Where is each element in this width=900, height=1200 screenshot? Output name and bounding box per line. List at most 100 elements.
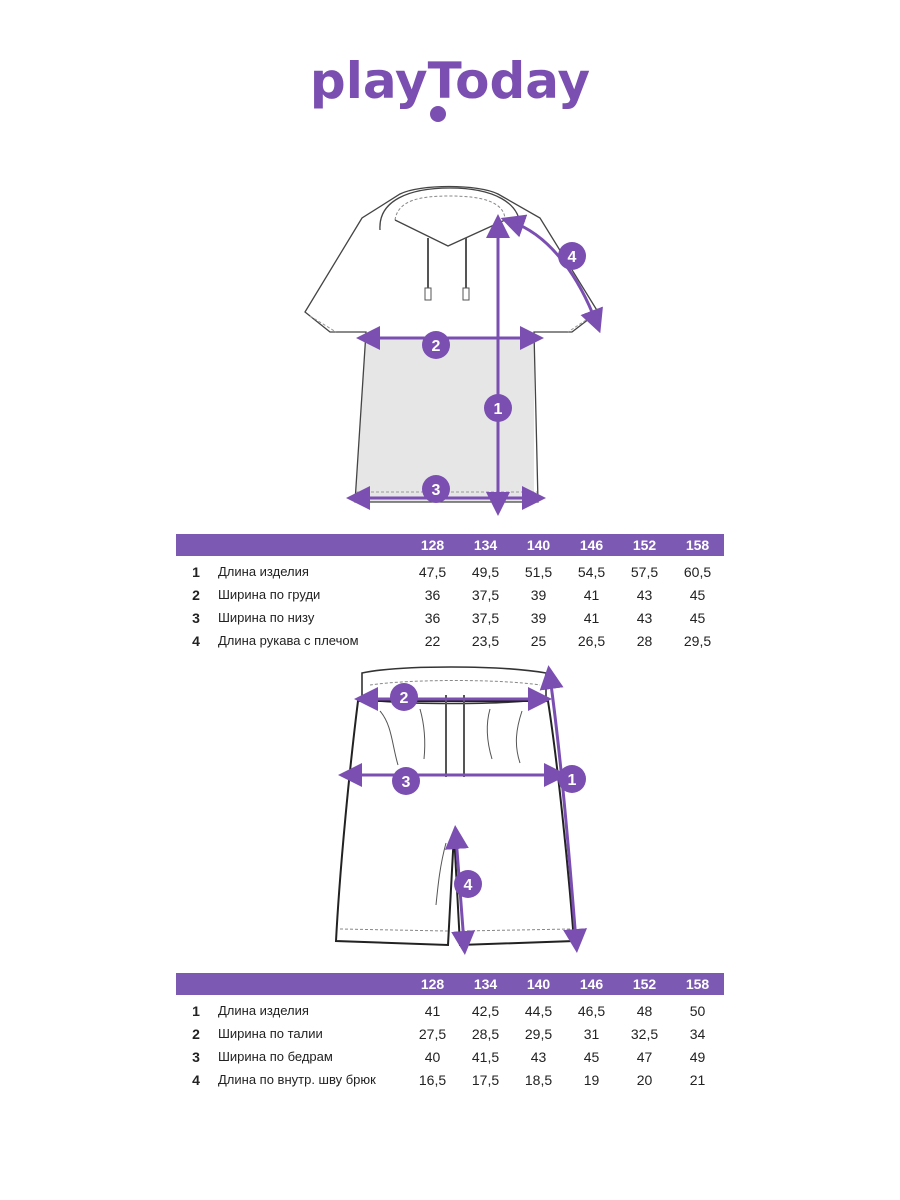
brand-logo: playToday: [309, 52, 591, 110]
row-label: Ширина по бедрам: [218, 1049, 333, 1064]
cell-value: 45: [583, 1048, 600, 1065]
cell-value: 48: [636, 1002, 653, 1019]
size-header: 158: [685, 976, 710, 992]
cell-value: 43: [530, 1048, 547, 1065]
size-header: 152: [632, 976, 657, 992]
size-header: 158: [685, 537, 710, 553]
table-row: 4 Длина по внутр. шву брюк 16,5 17,5 18,…: [176, 1068, 724, 1091]
svg-text:3: 3: [402, 774, 411, 791]
size-header: 128: [420, 976, 445, 992]
svg-text:2: 2: [400, 690, 409, 707]
row-label: Ширина по низу: [218, 610, 315, 625]
shorts-marker-2: 2: [390, 683, 418, 711]
cell-value: 41,5: [471, 1048, 500, 1065]
cell-value: 41: [583, 609, 600, 626]
cell-value: 29,5: [524, 1025, 553, 1042]
row-label: Длина по внутр. шву брюк: [218, 1072, 376, 1087]
cell-value: 39: [530, 586, 547, 603]
cell-value: 27,5: [418, 1025, 447, 1042]
cell-value: 22: [424, 632, 441, 649]
size-header: 140: [526, 976, 551, 992]
table-row: 3 Ширина по бедрам 40 41,5 43 45 47 49: [176, 1045, 724, 1068]
row-number: 4: [192, 1071, 200, 1088]
cell-value: 31: [583, 1025, 600, 1042]
row-label: Длина изделия: [218, 1003, 309, 1018]
tshirt-marker-3: 3: [422, 475, 450, 503]
cell-value: 57,5: [630, 563, 659, 580]
svg-text:1: 1: [494, 401, 503, 418]
shorts-illustration: 1 2 3 4: [334, 665, 588, 955]
shorts-marker-3: 3: [392, 767, 420, 795]
tshirt-marker-2: 2: [422, 331, 450, 359]
row-number: 1: [192, 563, 200, 580]
logo-dot: [430, 106, 446, 122]
svg-text:1: 1: [568, 772, 577, 789]
cell-value: 50: [689, 1002, 706, 1019]
row-number: 1: [192, 1002, 200, 1019]
cell-value: 19: [583, 1071, 600, 1088]
size-header: 146: [579, 537, 604, 553]
cell-value: 39: [530, 609, 547, 626]
cell-value: 43: [636, 609, 653, 626]
shorts-marker-1: 1: [558, 765, 586, 793]
cell-value: 44,5: [524, 1002, 553, 1019]
cell-value: 28,5: [471, 1025, 500, 1042]
cell-value: 32,5: [630, 1025, 659, 1042]
cell-value: 18,5: [524, 1071, 553, 1088]
row-number: 4: [192, 632, 200, 649]
table-row: 2 Ширина по груди 36 37,5 39 41 43 45: [176, 583, 724, 606]
cell-value: 21: [689, 1071, 706, 1088]
row-number: 2: [192, 1025, 200, 1042]
cell-value: 17,5: [471, 1071, 500, 1088]
cell-value: 60,5: [683, 563, 712, 580]
table-header: 128 134 140 146 152 158: [176, 973, 724, 995]
cell-value: 23,5: [471, 632, 500, 649]
table-row: 2 Ширина по талии 27,5 28,5 29,5 31 32,5…: [176, 1022, 724, 1045]
size-header: 134: [473, 976, 498, 992]
svg-text:4: 4: [464, 877, 473, 894]
tshirt-marker-4: 4: [558, 242, 586, 270]
cell-value: 54,5: [577, 563, 606, 580]
size-header: 146: [579, 976, 604, 992]
cell-value: 40: [424, 1048, 441, 1065]
size-header: 140: [526, 537, 551, 553]
row-number: 3: [192, 1048, 200, 1065]
table-row: 1 Длина изделия 47,5 49,5 51,5 54,5 57,5…: [176, 560, 724, 583]
cell-value: 46,5: [577, 1002, 606, 1019]
tshirt-size-table: 128 134 140 146 152 158 1 Длина изделия …: [176, 534, 724, 652]
table-header: 128 134 140 146 152 158: [176, 534, 724, 556]
tshirt-marker-1: 1: [484, 394, 512, 422]
cell-value: 41: [583, 586, 600, 603]
cell-value: 29,5: [683, 632, 712, 649]
svg-text:4: 4: [568, 249, 577, 266]
row-label: Длина изделия: [218, 564, 309, 579]
tshirt-illustration: 1 2 3 4: [304, 185, 603, 516]
cell-value: 25: [530, 632, 547, 649]
size-header: 152: [632, 537, 657, 553]
shorts-marker-4: 4: [454, 870, 482, 898]
size-header: 128: [420, 537, 445, 553]
svg-text:3: 3: [432, 482, 441, 499]
row-label: Ширина по талии: [218, 1026, 323, 1041]
cell-value: 37,5: [471, 609, 500, 626]
cell-value: 49: [689, 1048, 706, 1065]
cell-value: 28: [636, 632, 653, 649]
cell-value: 47: [636, 1048, 653, 1065]
table-row: 4 Длина рукава с плечом 22 23,5 25 26,5 …: [176, 629, 724, 652]
row-number: 2: [192, 586, 200, 603]
cell-value: 16,5: [418, 1071, 447, 1088]
cell-value: 36: [424, 586, 441, 603]
row-number: 3: [192, 609, 200, 626]
cell-value: 45: [689, 609, 706, 626]
cell-value: 49,5: [471, 563, 500, 580]
cell-value: 45: [689, 586, 706, 603]
cell-value: 36: [424, 609, 441, 626]
size-header: 134: [473, 537, 498, 553]
cell-value: 34: [689, 1025, 706, 1042]
table-row: 1 Длина изделия 41 42,5 44,5 46,5 48 50: [176, 999, 724, 1022]
cell-value: 47,5: [418, 563, 447, 580]
cell-value: 42,5: [471, 1002, 500, 1019]
cell-value: 51,5: [524, 563, 553, 580]
cell-value: 20: [636, 1071, 653, 1088]
cell-value: 37,5: [471, 586, 500, 603]
